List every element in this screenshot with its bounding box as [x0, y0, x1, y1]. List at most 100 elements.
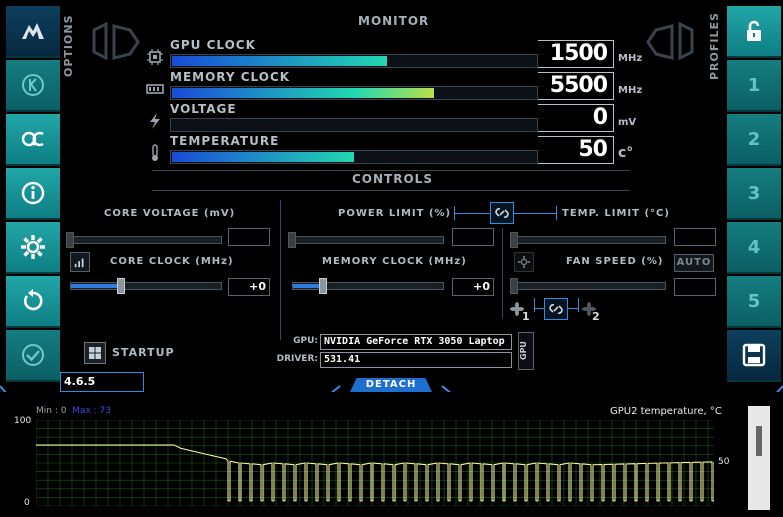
- core-voltage-value[interactable]: [228, 228, 270, 246]
- lock-icon: [747, 20, 761, 41]
- core-clock-label: CORE CLOCK (MHz): [110, 256, 234, 267]
- power-limit-value[interactable]: [452, 228, 494, 246]
- info-button[interactable]: [6, 168, 60, 220]
- profile-4-button[interactable]: 4: [727, 222, 781, 274]
- profiles-rail: 1 2 3 4 5: [727, 6, 781, 390]
- power-limit-slider[interactable]: [288, 232, 444, 248]
- column-separator-1: [280, 200, 281, 340]
- voltage-bar: [170, 118, 538, 132]
- gpu-clock-value: 1500: [538, 40, 614, 68]
- profile-lock-button[interactable]: [727, 6, 781, 58]
- gpu-info-label: GPU:: [293, 336, 318, 346]
- info-icon: [21, 181, 45, 205]
- memory-clock-control-label: MEMORY CLOCK (MHz): [322, 256, 467, 267]
- fan-link-chain-icon: [549, 304, 563, 314]
- memory-clock-slider-knob[interactable]: [319, 278, 327, 294]
- core-voltage-slider-knob[interactable]: [66, 232, 74, 248]
- profile-1-button[interactable]: 1: [727, 60, 781, 112]
- temperature-bar: [170, 150, 538, 164]
- core-clock-slider-fill: [71, 284, 119, 288]
- core-clock-slider[interactable]: [70, 278, 222, 294]
- memory-clock-value: 5500: [538, 72, 614, 100]
- reset-icon: [23, 289, 43, 311]
- fan-speed-value[interactable]: [674, 278, 716, 296]
- fan-link-button[interactable]: [544, 298, 568, 320]
- temp-limit-value[interactable]: [674, 228, 716, 246]
- controls-separator: [152, 170, 630, 171]
- fan-gear-icon: [517, 255, 531, 269]
- temp-link-bracket-right: [556, 206, 557, 220]
- monitor-title: MONITOR: [358, 14, 430, 28]
- gpu-name-field: NVIDIA GeForce RTX 3050 Laptop GPU: [320, 334, 512, 350]
- memory-clock-slider-fill: [293, 284, 323, 288]
- fan-speed-slider-knob[interactable]: [510, 278, 518, 294]
- fan-auto-button[interactable]: AUTO: [674, 254, 714, 272]
- curve-bars-icon: [74, 258, 84, 268]
- kombustor-k-icon: [22, 74, 44, 96]
- main-panel: MONITOR GPU CLOCK 1500 MHz MEMORY CLOCK …: [60, 6, 722, 392]
- gpu-clock-row: GPU CLOCK 1500 MHz: [146, 38, 646, 70]
- graph-min-max: Min : 0 Max : 73: [36, 406, 111, 416]
- voltage-label: VOLTAGE: [170, 102, 237, 116]
- settings-gear-icon: [21, 235, 45, 259]
- profile-3-button[interactable]: 3: [727, 168, 781, 220]
- power-limit-label: POWER LIMIT (%): [338, 208, 452, 219]
- right-deco-icon: [646, 21, 694, 61]
- save-icon: [742, 343, 766, 367]
- temperature-unit: c°: [618, 145, 634, 161]
- gpu-clock-bar: [170, 54, 538, 68]
- startup-label: STARTUP: [112, 346, 175, 359]
- windows-logo-icon: [89, 347, 101, 359]
- graph-plot: [36, 420, 714, 506]
- fan-settings-button[interactable]: [514, 252, 534, 272]
- left-deco-icon: [92, 21, 140, 61]
- apply-button[interactable]: [6, 330, 60, 382]
- core-voltage-slider[interactable]: [66, 232, 222, 248]
- msi-logo-icon: [22, 23, 44, 39]
- temp-link-line-right: [514, 213, 556, 214]
- save-profile-button[interactable]: [727, 330, 781, 382]
- curve-editor-button[interactable]: [70, 252, 90, 272]
- power-link-line-left: [454, 213, 490, 214]
- graph-scrollbar[interactable]: [748, 406, 770, 510]
- startup-toggle[interactable]: [84, 342, 106, 364]
- oc-scanner-button[interactable]: [6, 114, 60, 166]
- settings-button[interactable]: [6, 222, 60, 274]
- temp-limit-slider-knob[interactable]: [510, 232, 518, 248]
- graph-scrollbar-thumb[interactable]: [756, 426, 762, 456]
- temperature-trace: [36, 444, 714, 502]
- gpu-select-button[interactable]: GPU: [518, 332, 534, 370]
- graph-title: GPU2 temperature, °C: [610, 406, 722, 417]
- memory-module-icon: [146, 84, 164, 94]
- msi-logo-button[interactable]: [6, 6, 60, 58]
- temperature-value: 50: [538, 136, 614, 164]
- memory-clock-label: MEMORY CLOCK: [170, 70, 291, 84]
- driver-info-label: DRIVER:: [276, 354, 318, 364]
- profile-2-button[interactable]: 2: [727, 114, 781, 166]
- gpu-clock-label: GPU CLOCK: [170, 38, 256, 52]
- detach-button[interactable]: DETACH: [350, 378, 432, 392]
- power-temp-link-button[interactable]: [490, 202, 514, 224]
- fan-link-line-right: [568, 308, 578, 309]
- profile-5-button[interactable]: 5: [727, 276, 781, 328]
- temp-limit-slider[interactable]: [510, 232, 666, 248]
- core-clock-slider-knob[interactable]: [117, 278, 125, 294]
- fan-1-icon: [510, 302, 524, 316]
- reset-button[interactable]: [6, 276, 60, 328]
- memory-clock-slider[interactable]: [292, 278, 444, 294]
- column-separator-2: [502, 228, 503, 318]
- memory-clock-control-value[interactable]: +0: [452, 278, 494, 296]
- power-limit-slider-knob[interactable]: [288, 232, 296, 248]
- memory-clock-bar: [170, 86, 538, 100]
- driver-version-field: 531.41: [320, 352, 512, 368]
- core-clock-value[interactable]: +0: [228, 278, 270, 296]
- kombustor-button[interactable]: [6, 60, 60, 112]
- voltage-row: VOLTAGE 0 mV: [146, 102, 646, 134]
- fan-link-bracket-left: [534, 298, 535, 312]
- controls-separator-bottom: [152, 190, 630, 191]
- link-chain-icon: [495, 208, 509, 218]
- gpu-chip-icon: [147, 49, 163, 65]
- graph-max-label: Max : 73: [72, 406, 111, 416]
- voltage-value: 0: [538, 104, 614, 132]
- fan-speed-slider[interactable]: [510, 278, 666, 294]
